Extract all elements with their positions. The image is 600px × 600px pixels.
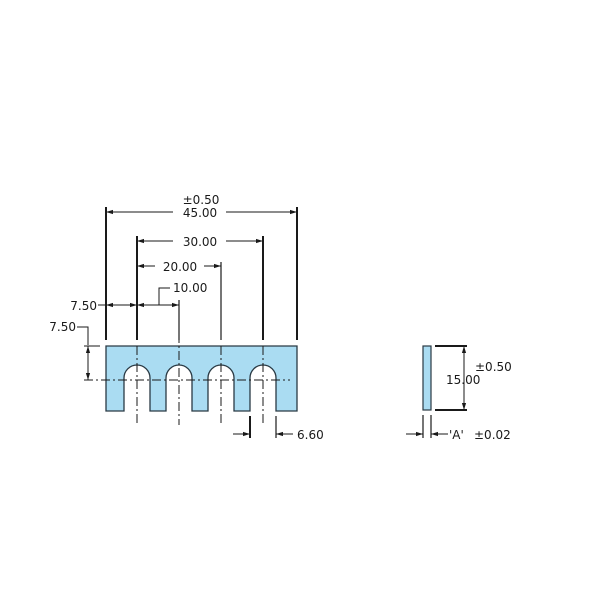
side-view-part: [422, 345, 432, 411]
outer-slot-span-value: 30.00: [183, 235, 217, 249]
slot-pitch-value: 10.00: [173, 281, 207, 295]
front-view-dimensions: ±0.50 45.00 30.00 20.00 10.00 7.50 7.50 …: [49, 193, 323, 442]
slot-width-value: 6.60: [297, 428, 324, 442]
edge-to-slot-value: 7.50: [70, 299, 97, 313]
side-view-lines: [406, 345, 467, 438]
height-value: 15.00: [446, 373, 480, 387]
thickness-tolerance: ±0.02: [474, 428, 511, 442]
thickness-value: 'A': [449, 428, 464, 442]
front-view-part: [105, 345, 298, 412]
side-view-dimensions: ±0.50 15.00 'A' ±0.02: [446, 360, 512, 442]
dimension-lines: [77, 209, 297, 437]
overall-width-tolerance: ±0.50: [183, 193, 220, 207]
top-to-centerline-value: 7.50: [49, 320, 76, 334]
height-tolerance: ±0.50: [475, 360, 512, 374]
two-slot-span-value: 20.00: [163, 260, 197, 274]
overall-width-value: 45.00: [183, 206, 217, 220]
